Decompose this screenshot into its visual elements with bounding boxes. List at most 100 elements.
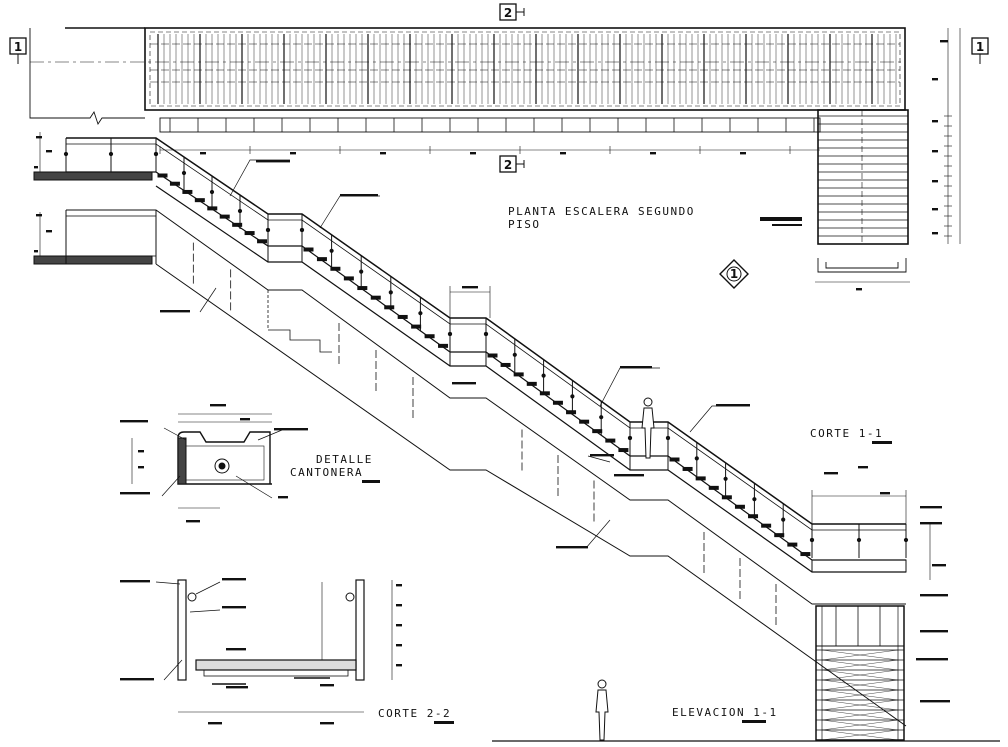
detail-underline xyxy=(362,480,380,483)
annotation-mark xyxy=(462,286,478,289)
landing-2 xyxy=(449,351,487,367)
annotation-mark xyxy=(222,578,246,581)
rail-post-clamp xyxy=(512,352,517,357)
annotation-mark xyxy=(36,136,42,139)
annotation-mark xyxy=(920,522,942,525)
annotation-mark xyxy=(858,466,868,469)
annotation-mark xyxy=(396,584,402,587)
stair-tread xyxy=(669,457,680,462)
section-2-2-title: CORTE 2-2 xyxy=(378,707,451,720)
stair-tread xyxy=(357,286,368,291)
cut2-left-rail xyxy=(187,592,197,602)
elevation-title: ELEVACION 1-1 xyxy=(672,706,778,719)
annotation-marks xyxy=(34,40,950,725)
stair-tread xyxy=(579,419,590,424)
annotation-mark xyxy=(120,420,148,423)
annotation-mark xyxy=(620,366,652,369)
rail-post-clamp xyxy=(781,517,786,522)
stair-tread xyxy=(618,448,629,453)
stair-tread xyxy=(316,257,327,262)
detail-leader-2 xyxy=(257,429,283,441)
stair-tread xyxy=(526,381,537,386)
stair-tread xyxy=(500,362,511,367)
elevation-hatch xyxy=(821,669,899,681)
elevation-hatch xyxy=(821,649,899,661)
plan-scale-bar xyxy=(760,217,802,221)
leader-line-2 xyxy=(319,195,380,229)
rail-post-clamp xyxy=(694,456,699,461)
annotation-mark xyxy=(856,288,862,291)
annotation-mark xyxy=(290,152,296,155)
person-figure-landing xyxy=(641,397,655,459)
person-figure-ground xyxy=(595,679,609,741)
stair-tread xyxy=(748,514,759,519)
stair-tread xyxy=(552,400,563,405)
rail-post-clamp xyxy=(570,394,575,399)
rail-post-clamp xyxy=(237,208,243,214)
stair-tread xyxy=(438,343,449,348)
section-mark-bottom: 2 xyxy=(499,155,525,173)
cut2-right-rail xyxy=(345,592,355,602)
detail-leader-1 xyxy=(163,427,187,441)
section-1-1-title: CORTE 1-1 xyxy=(810,427,883,440)
section-mark-bottom-label: 2 xyxy=(504,158,512,172)
stair-tread xyxy=(734,504,745,509)
annotation-mark xyxy=(932,150,938,153)
stair-tread xyxy=(343,276,354,281)
stair-tread xyxy=(800,552,811,557)
annotation-mark xyxy=(278,496,288,499)
section-mark-left-label: 1 xyxy=(14,40,22,54)
annotation-mark xyxy=(920,594,948,597)
rail-post-clamp xyxy=(483,331,489,337)
plan-walkway-inner xyxy=(149,31,901,107)
landing-4 xyxy=(811,559,907,573)
plan-scale-bar-2 xyxy=(772,224,802,226)
annotation-mark xyxy=(716,404,750,407)
stair-tread xyxy=(513,372,524,377)
annotation-mark xyxy=(560,152,566,155)
leader-line-6 xyxy=(585,519,611,549)
annotation-mark xyxy=(320,722,334,725)
plan-left-bay xyxy=(29,28,145,126)
rail-post-clamp xyxy=(181,170,187,176)
elevation-hatch xyxy=(821,699,899,711)
stair-tread xyxy=(207,206,218,211)
annotation-mark xyxy=(470,152,476,155)
corner-detail-view xyxy=(131,413,283,509)
stair-tread xyxy=(257,239,268,244)
plan-landing-bracket xyxy=(817,258,907,273)
wall-step-notch xyxy=(268,329,332,353)
section-rail-posts xyxy=(63,138,909,558)
section-2-2-underline xyxy=(434,721,454,724)
stair-section-view xyxy=(33,132,931,727)
upper-floor-slab xyxy=(33,171,153,181)
lower-wall-bottom xyxy=(155,263,907,727)
plan-rail-posts xyxy=(159,118,815,154)
annotation-mark xyxy=(226,686,248,689)
stair-tread xyxy=(761,523,772,528)
elevation-hatch xyxy=(821,689,899,701)
cut2-tread-base xyxy=(203,669,349,677)
detail-leader-3 xyxy=(161,475,181,497)
stair-tread xyxy=(487,353,498,358)
annotation-mark xyxy=(920,700,950,703)
plan-title-line2: PISO xyxy=(508,218,541,231)
annotation-mark xyxy=(920,630,948,633)
plan-rail-band xyxy=(159,117,821,133)
annotation-mark xyxy=(46,150,52,153)
lower-wall-rail xyxy=(65,215,157,257)
lower-floor-slab xyxy=(33,255,153,265)
stair-plan-view xyxy=(29,27,961,283)
stair-tread xyxy=(244,231,255,236)
annotation-mark xyxy=(120,492,150,495)
annotation-mark xyxy=(340,194,378,197)
detail-bolt-outer xyxy=(214,458,230,474)
annotation-mark xyxy=(160,310,190,313)
annotation-mark xyxy=(186,520,200,523)
stair-tread xyxy=(411,324,422,329)
elevation-stair-treads xyxy=(816,606,904,741)
plan-title-line1: PLANTA ESCALERA SEGUNDO xyxy=(508,205,695,218)
annotation-mark xyxy=(940,40,948,43)
rail-post-clamp xyxy=(903,537,909,543)
